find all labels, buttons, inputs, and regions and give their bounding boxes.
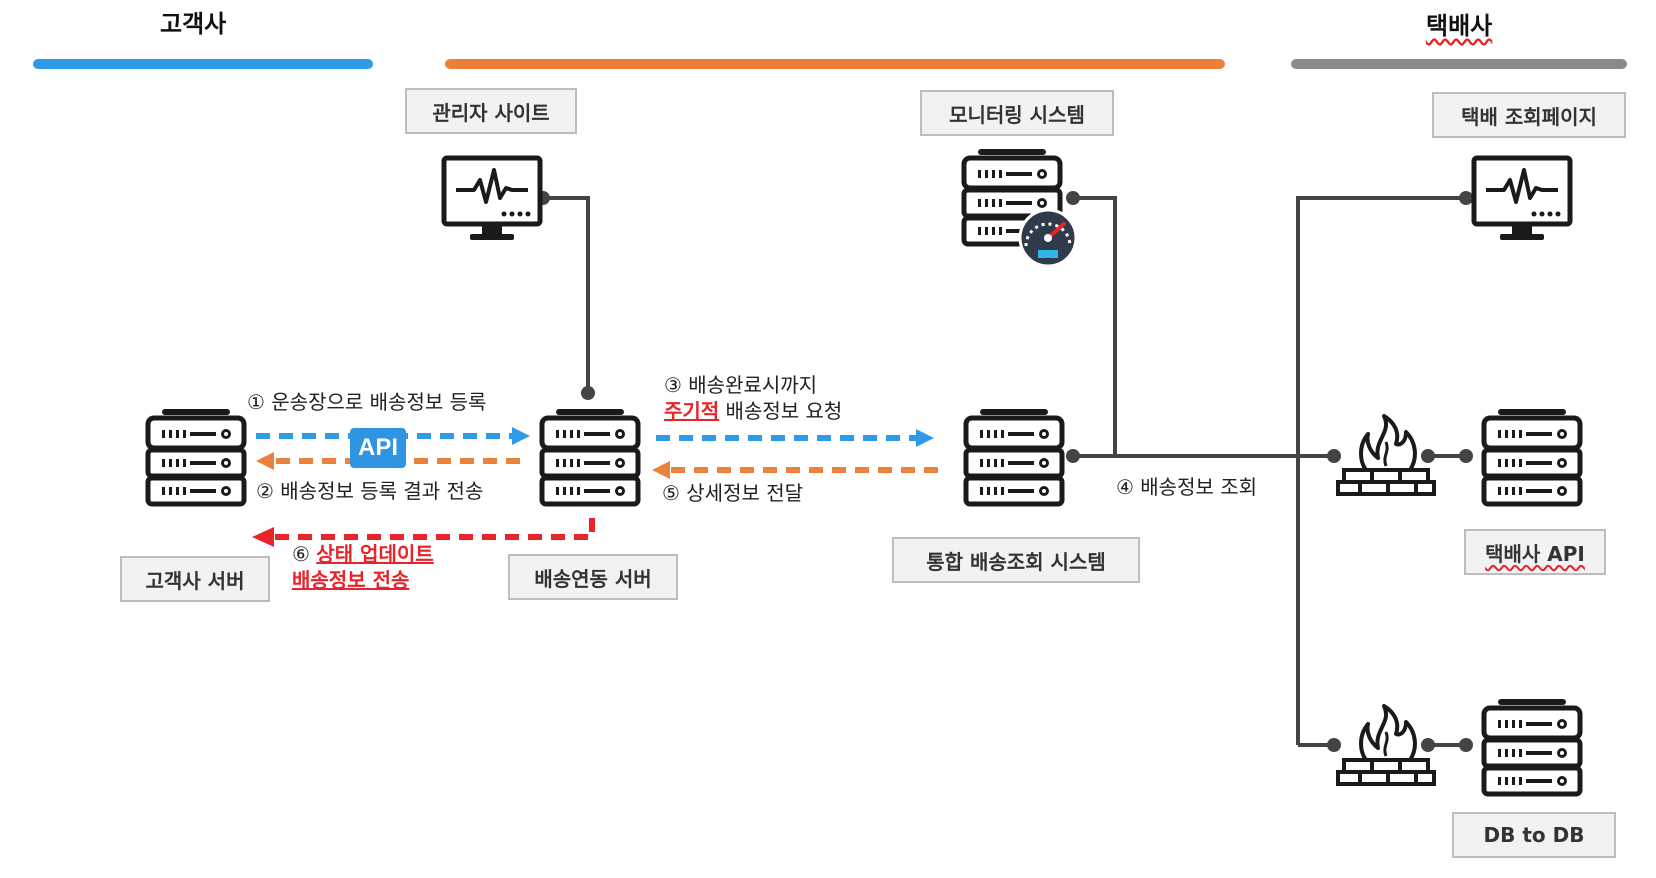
tracking-page-label: 택배 조회페이지: [1432, 92, 1626, 138]
flow-3-arrowhead: [916, 429, 934, 447]
speedometer-icon: [1018, 208, 1078, 268]
server-icon: [542, 409, 638, 504]
monitoring-system-label: 모니터링 시스템: [920, 90, 1114, 136]
flow-3-rest: 배송정보 요청: [719, 399, 843, 423]
server-icon: [1484, 409, 1580, 504]
flow-1-label: ① 운송장으로 배송정보 등록: [247, 390, 487, 414]
flow-6-line2: 배송정보 전송: [292, 567, 434, 593]
firewall-icon: [1336, 704, 1436, 786]
courier-api-label-text: 택배사 API: [1485, 541, 1585, 566]
db-to-db-label: DB to DB: [1452, 812, 1616, 858]
connector-dot: [1066, 191, 1080, 205]
flow-3-label: ③ 배송완료시까지 주기적 배송정보 요청: [664, 372, 842, 424]
monitor-icon: [1474, 158, 1570, 240]
flow-6-arrow: [270, 518, 595, 540]
courier-api-label: 택배사 API: [1464, 529, 1606, 575]
connector-dot: [581, 386, 595, 400]
flow-2-arrowhead: [256, 452, 274, 470]
courier-section-title-text: 택배사: [1426, 12, 1493, 40]
connectors: [543, 196, 1466, 747]
connector-dot: [1421, 449, 1435, 463]
flow-4-label: ④ 배송정보 조회: [1116, 475, 1258, 499]
firewall-icon: [1336, 414, 1436, 496]
integrated-system-label: 통합 배송조회 시스템: [892, 537, 1140, 583]
flow-2-label: ② 배송정보 등록 결과 전송: [256, 479, 484, 503]
customer-server-label: 고객사 서버: [120, 556, 270, 602]
admin-site-label: 관리자 사이트: [405, 88, 577, 134]
flow-5-arrowhead: [652, 461, 670, 479]
connector-dot: [1066, 449, 1080, 463]
api-badge: API: [350, 428, 406, 468]
server-icon: [1484, 699, 1580, 794]
connector-dot: [1327, 738, 1341, 752]
courier-section-title: 택배사: [1426, 6, 1492, 41]
connector-dot: [1327, 449, 1341, 463]
flow-5-label: ⑤ 상세정보 전달: [662, 481, 804, 505]
server-icon: [148, 409, 244, 504]
flow-6-line1: ⑥ 상태 업데이트: [292, 541, 434, 567]
flow-6-emphasis-1: 상태 업데이트: [316, 542, 434, 566]
flow-6-label: ⑥ 상태 업데이트 배송정보 전송: [292, 541, 434, 593]
customer-section-title: 고객사: [160, 10, 227, 38]
server-icon: [966, 409, 1062, 504]
flow-6-number: ⑥: [292, 542, 317, 566]
monitor-icon: [444, 158, 540, 240]
flow-3-emphasis: 주기적: [664, 399, 720, 423]
connector-dot: [1459, 738, 1473, 752]
connector-dot: [1459, 449, 1473, 463]
connector-dot: [1421, 738, 1435, 752]
monitoring-to-bus-connector: [1073, 196, 1117, 456]
flow-6-emphasis-2: 배송정보 전송: [292, 568, 410, 592]
admin-to-link-connector: [543, 196, 590, 393]
courier-vertical-connector: [1296, 196, 1466, 745]
flow-3-line1: ③ 배송완료시까지: [664, 373, 818, 397]
link-server-label: 배송연동 서버: [508, 554, 678, 600]
flow-6-arrowhead: [252, 527, 274, 547]
connector-dot: [1459, 191, 1473, 205]
flow-1-arrowhead: [512, 427, 530, 445]
flow-3-line2: 주기적 배송정보 요청: [664, 398, 842, 424]
